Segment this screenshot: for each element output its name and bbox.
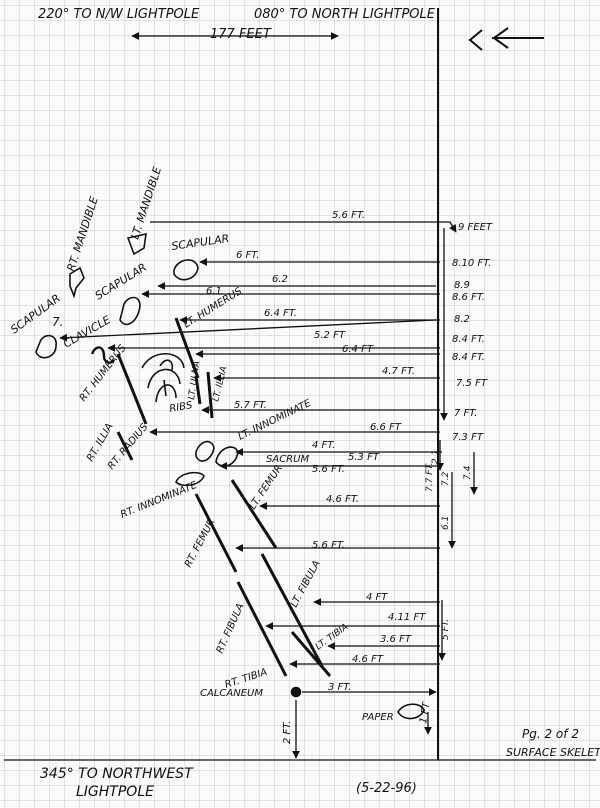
m-8-2: 8.2 <box>454 314 470 325</box>
m-9-feet: 9 FEET <box>458 222 493 233</box>
v-2: 2.1 <box>431 450 441 464</box>
scapular-left-shape <box>35 334 57 359</box>
lt-femur-shape <box>230 479 278 549</box>
v-7-2: 7.2 <box>441 471 451 486</box>
scapular-top-shape <box>173 259 199 281</box>
rt-humerus-shape <box>116 353 148 425</box>
m-5-6b: 5.6 FT. <box>312 464 345 475</box>
m-5-6c: 5.6 FT. <box>312 540 345 551</box>
bottom-bearing-line2: LIGHTPOLE <box>76 784 154 800</box>
m-4-6b: 4.6 FT <box>352 654 384 665</box>
sketch-date: (5-22-96) <box>356 781 417 796</box>
m-4ft-a: 4 FT. <box>312 440 335 451</box>
m-7ft: 7 FT. <box>454 408 477 419</box>
rt-illia-radius-shape <box>116 431 134 461</box>
lt-innominate-shape <box>195 440 215 462</box>
m-5-7: 5.7 FT. <box>234 400 267 411</box>
v-6-1: 6.1 <box>441 516 451 530</box>
m-3ft: 3 FT. <box>328 682 351 693</box>
rt-fibula-shape <box>236 581 288 677</box>
calcaneum-shape <box>290 686 302 698</box>
m-8-10: 8.10 FT. <box>452 258 491 269</box>
m-8-6: 8.6 FT. <box>452 292 485 303</box>
label-paper: PAPER <box>362 712 394 723</box>
m-6-4: 6.4 FT. <box>264 308 297 319</box>
m-6-6: 6.6 FT <box>370 422 402 433</box>
north-arrow-icon <box>468 27 544 51</box>
label-calcaneum: CALCANEUM <box>200 688 263 699</box>
paper-shape <box>397 703 425 720</box>
m-4-6a: 4.6 FT. <box>326 494 359 505</box>
sheet-title: SURFACE SKELET <box>506 746 600 759</box>
m-1ft: 1 FT <box>418 701 433 725</box>
right-bearing: 080° TO NORTH LIGHTPOLE <box>254 7 436 22</box>
m-4-11: 4.11 FT <box>388 612 426 623</box>
m-6-1: 6.1 <box>206 286 222 297</box>
m-8-4b: 8.4 FT. <box>452 352 485 363</box>
measurement-lines <box>59 221 478 759</box>
m-2ft: 2 FT. <box>282 721 293 744</box>
scapular-mid-shape <box>119 296 141 326</box>
m-4ft-b: 4 FT <box>366 592 388 603</box>
rt-femur-shape <box>194 493 238 573</box>
m-7-3: 7.3 FT <box>452 432 484 443</box>
v-7-4: 7.4 <box>463 465 473 480</box>
measurement-labels: 5.6 FT. 9 FEET 6 FT. 8.10 FT. 6.2 8.9 6.… <box>206 210 493 744</box>
m-5-3: 5.3 FT <box>348 452 380 463</box>
lt-mandible-shape <box>126 232 147 256</box>
m-6-4b: 6.4 FT <box>342 344 374 355</box>
m-8-4a: 8.4 FT. <box>452 334 485 345</box>
rt-innominate-shape <box>175 471 205 487</box>
lt-tibia-shape <box>290 631 332 677</box>
m-7-5: 7.5 FT <box>456 378 488 389</box>
m-6ft: 6 FT. <box>236 250 259 261</box>
m-6-2: 6.2 <box>272 274 288 285</box>
label-seven: 7. <box>52 315 63 329</box>
v-5ft: 5 FT. <box>441 619 451 640</box>
label-ribs: RIBS <box>169 400 194 415</box>
m-8-9: 8.9 <box>454 280 470 291</box>
left-bearing: 220° TO N/W LIGHTPOLE <box>38 7 200 22</box>
v-7-7: 7.7 FT. <box>425 462 435 492</box>
bone-shapes <box>35 232 425 720</box>
bottom-bearing-line1: 345° TO NORTHWEST <box>40 766 194 782</box>
clavicle-shape <box>90 346 116 364</box>
rt-mandible-shape <box>69 266 85 299</box>
m-5-6-top: 5.6 FT. <box>332 210 365 221</box>
page-number: Pg. 2 of 2 <box>522 727 579 741</box>
span-label: 177 FEET <box>210 27 272 42</box>
lt-fibula-shape <box>260 553 324 667</box>
label-sacrum: SACRUM <box>266 454 309 465</box>
m-4-7: 4.7 FT. <box>382 366 415 377</box>
ribs-shape <box>141 353 185 403</box>
lt-ulna-shape <box>194 375 202 405</box>
m-3-6: 3.6 FT <box>380 634 412 645</box>
m-5-2: 5.2 FT <box>314 330 346 341</box>
